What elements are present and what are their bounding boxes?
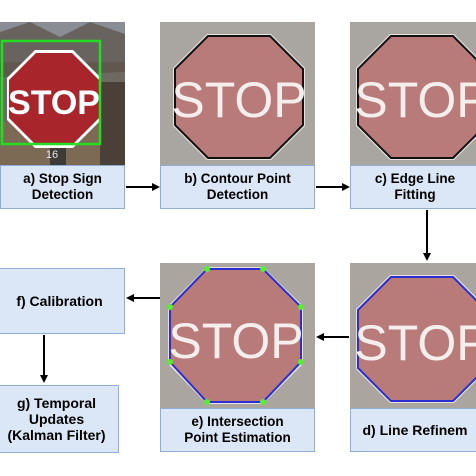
detection-bounding-box: [0, 39, 102, 146]
stop-sign-text: STOP: [354, 72, 476, 128]
pole-number: 16: [46, 149, 58, 161]
intersection-point: [260, 266, 266, 272]
intersection-point: [298, 359, 304, 365]
image-intersection-point-estimation: STOP: [160, 263, 315, 408]
stop-sign-text: STOP: [168, 313, 303, 369]
intersection-point: [260, 399, 266, 405]
label-stop-sign-detection: a) Stop Sign Detection: [0, 165, 125, 209]
label-contour-point-detection: b) Contour Point Detection: [160, 165, 315, 209]
image-line-refinement: STOP: [350, 263, 476, 408]
intersection-point: [204, 399, 210, 405]
stop-sign-text: STOP: [8, 84, 100, 122]
intersection-point: [167, 359, 173, 365]
intersection-point: [204, 266, 210, 272]
stop-sign-text: STOP: [354, 315, 476, 371]
label-edge-line-fitting: c) Edge Line Fitting: [350, 165, 476, 209]
stop-sign-text: STOP: [171, 72, 306, 128]
intersection-point: [298, 304, 304, 310]
image-stop-sign-detection: STOP 16: [0, 22, 125, 165]
image-edge-line-fitting: STOP: [350, 22, 476, 165]
image-contour-point-detection: STOP: [160, 22, 315, 165]
box-calibration: f) Calibration: [0, 268, 125, 334]
intersection-point: [167, 304, 173, 310]
label-intersection-point-estimation: e) Intersection Point Estimation: [160, 408, 315, 452]
label-line-refinement: d) Line Refinem: [350, 408, 476, 452]
box-temporal-updates: g) Temporal Updates (Kalman Filter): [0, 385, 119, 453]
